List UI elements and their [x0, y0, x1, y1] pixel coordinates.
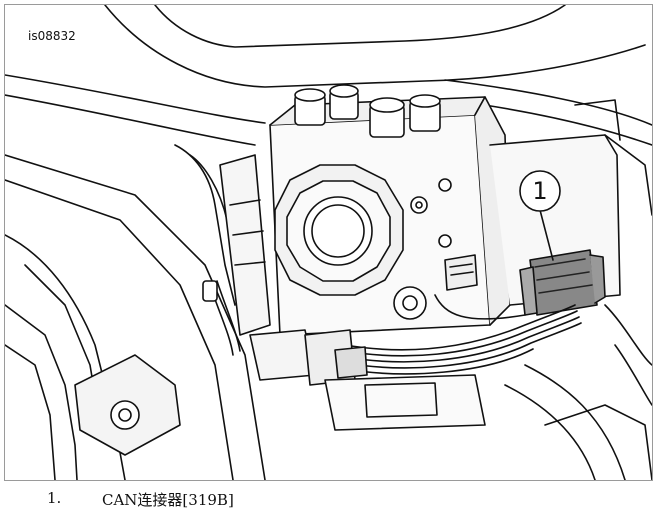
callout-number-1: 1: [532, 177, 548, 205]
caption-item-number: 1.: [47, 489, 62, 507]
figure-caption: 1. CAN连接器[319B]: [0, 489, 657, 515]
figure-frame: is08832 1: [4, 4, 653, 481]
abs-module-illustration: [5, 5, 652, 480]
figure-id: is08832: [26, 29, 78, 43]
caption-item-text: CAN连接器[319B]: [102, 491, 234, 509]
